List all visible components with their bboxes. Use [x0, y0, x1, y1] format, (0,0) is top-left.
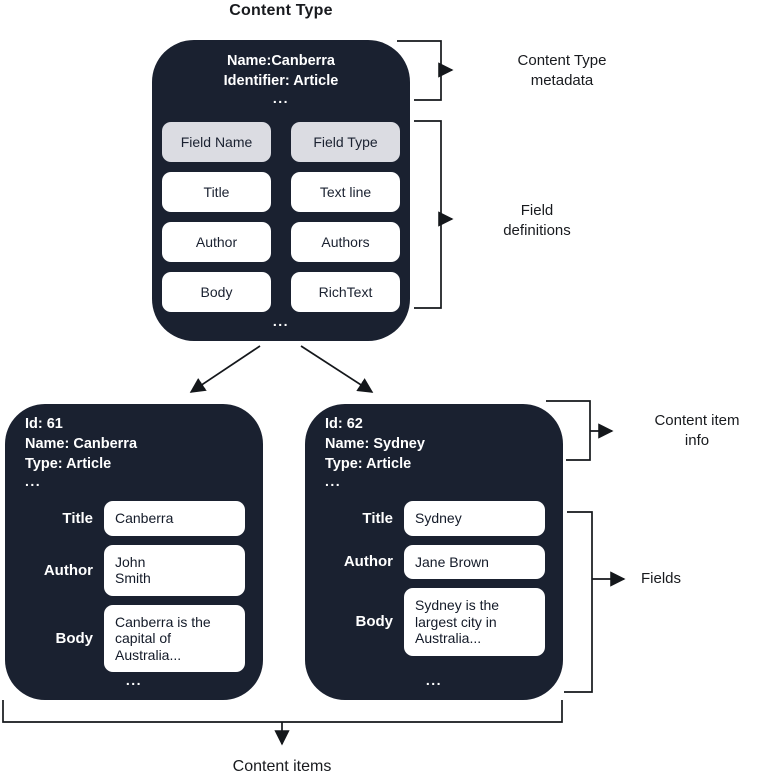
content-item-info-block: Id: 62 Name: Sydney Type: Article ...	[325, 414, 545, 488]
content-item-info-label: Content item info	[654, 412, 740, 449]
arrow-to-item-1	[189, 345, 261, 393]
fields-bracket	[564, 511, 593, 693]
item-info-ellipsis: ...	[25, 473, 42, 489]
field-value: Canberra is the capital of Australia...	[104, 604, 245, 672]
field-row-body: Body Sydney is the largest city in Austr…	[325, 588, 545, 656]
field-label: Title	[362, 509, 393, 527]
item-fields-ellipsis: ...	[425, 672, 443, 688]
item-fields: Title Canberra Author John Smith Body Ca…	[25, 501, 245, 672]
field-value: Sydney is the largest city in Australia.…	[404, 588, 545, 656]
content-type-name: Name:Canberra	[227, 53, 335, 69]
field-row-author: Author Jane Brown	[325, 544, 545, 579]
item-fields: Title Sydney Author Jane Brown Body Sydn…	[325, 501, 545, 656]
field-row-body: Body Canberra is the capital of Australi…	[25, 604, 245, 672]
field-value: Sydney	[404, 501, 545, 536]
content-item-box-canberra: Id: 61 Name: Canberra Type: Article ... …	[5, 404, 263, 700]
content-item-box-sydney: Id: 62 Name: Sydney Type: Article ... Ti…	[305, 404, 563, 700]
content-items-label: Content items	[232, 758, 332, 775]
item-type: Type: Article	[325, 456, 412, 472]
item-type: Type: Article	[25, 456, 112, 472]
content-type-metadata-block: Name:Canberra Identifier: Article ...	[162, 51, 400, 105]
item-id: Id: 62	[325, 416, 363, 432]
field-row-title: Title Sydney	[325, 501, 545, 536]
field-label: Body	[355, 613, 394, 631]
fields-label: Fields	[641, 570, 682, 587]
item-name: Name: Sydney	[325, 436, 425, 452]
field-definitions-label: Field definitions	[503, 202, 571, 239]
field-name-cell: Author	[162, 222, 271, 262]
content-item-info-block: Id: 61 Name: Canberra Type: Article ...	[25, 414, 245, 488]
field-name-cell: Body	[162, 272, 271, 312]
field-label: Author	[343, 553, 393, 571]
content-type-box: Name:Canberra Identifier: Article ... Fi…	[152, 40, 410, 341]
content-type-metadata-label: Content Type metadata	[517, 52, 607, 89]
field-value: Jane Brown	[404, 544, 545, 579]
field-name-header-cell: Field Name	[162, 122, 271, 162]
field-type-cell: Authors	[291, 222, 400, 262]
field-label: Author	[43, 561, 93, 579]
field-value: John Smith	[104, 544, 245, 596]
field-label: Title	[62, 509, 93, 527]
field-row-title: Title Canberra	[25, 501, 245, 536]
content-items-bracket	[2, 700, 563, 723]
field-value: Canberra	[104, 501, 245, 536]
item-fields-ellipsis: ...	[125, 672, 143, 688]
field-type-header-cell: Field Type	[291, 122, 400, 162]
field-name-cell: Title	[162, 172, 271, 212]
field-definitions-table: Field Name Field Type Title Text line Au…	[162, 122, 400, 312]
field-type-cell: Text line	[291, 172, 400, 212]
field-type-cell: RichText	[291, 272, 400, 312]
metadata-ellipsis: ...	[272, 90, 290, 106]
item-name: Name: Canberra	[25, 436, 138, 452]
item-id: Id: 61	[25, 416, 63, 432]
content-type-identifier: Identifier: Article	[223, 73, 339, 89]
field-label: Body	[55, 629, 94, 647]
field-table-ellipsis: ...	[272, 313, 290, 329]
field-row-author: Author John Smith	[25, 544, 245, 596]
diagram-title: Content Type	[229, 2, 333, 19]
arrow-to-item-2	[300, 345, 374, 393]
item-info-ellipsis: ...	[325, 473, 342, 489]
